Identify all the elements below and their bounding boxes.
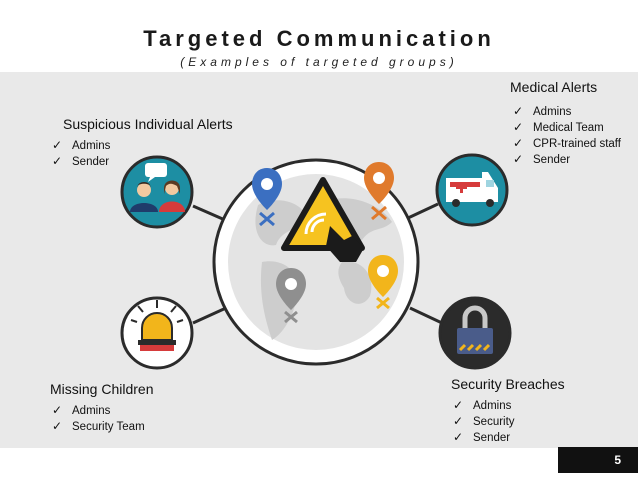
connector-lines	[192, 202, 443, 325]
suspicious-alerts-list: Admins Sender	[52, 138, 110, 170]
list-item: Sender	[453, 430, 515, 446]
padlock-icon	[438, 296, 512, 370]
list-item: Medical Team	[513, 120, 621, 136]
list-item: Admins	[453, 398, 515, 414]
siren-icon	[120, 296, 194, 370]
gray-pin-icon	[276, 268, 306, 324]
list-item: Admins	[52, 403, 145, 419]
globe-icon	[212, 158, 420, 366]
page-number-text: 5	[614, 453, 621, 467]
list-item: Security	[453, 414, 515, 430]
missing-children-list: Admins Security Team	[52, 403, 145, 435]
suspicious-alerts-title: Suspicious Individual Alerts	[63, 116, 233, 132]
security-breaches-title: Security Breaches	[451, 376, 565, 392]
medical-alerts-list: Admins Medical Team CPR-trained staff Se…	[513, 104, 621, 168]
page-title: Targeted Communication	[143, 26, 495, 51]
blue-pin-icon	[252, 168, 282, 227]
page-number: 5	[558, 447, 638, 473]
medical-alerts-title: Medical Alerts	[510, 79, 598, 95]
security-breaches-list: Admins Security Sender	[453, 398, 515, 446]
ambulance-icon	[435, 153, 509, 227]
people-chat-icon	[120, 155, 194, 229]
page-subtitle: (Examples of targeted groups)	[180, 55, 458, 69]
list-item: CPR-trained staff	[513, 136, 621, 152]
list-item: Security Team	[52, 419, 145, 435]
yellow-pin-icon	[368, 255, 398, 310]
missing-children-title: Missing Children	[50, 381, 154, 397]
list-item: Admins	[513, 104, 621, 120]
list-item: Admins	[52, 138, 110, 154]
orange-pin-icon	[364, 162, 394, 221]
warning-tap-icon	[281, 177, 365, 262]
list-item: Sender	[513, 152, 621, 168]
list-item: Sender	[52, 154, 110, 170]
